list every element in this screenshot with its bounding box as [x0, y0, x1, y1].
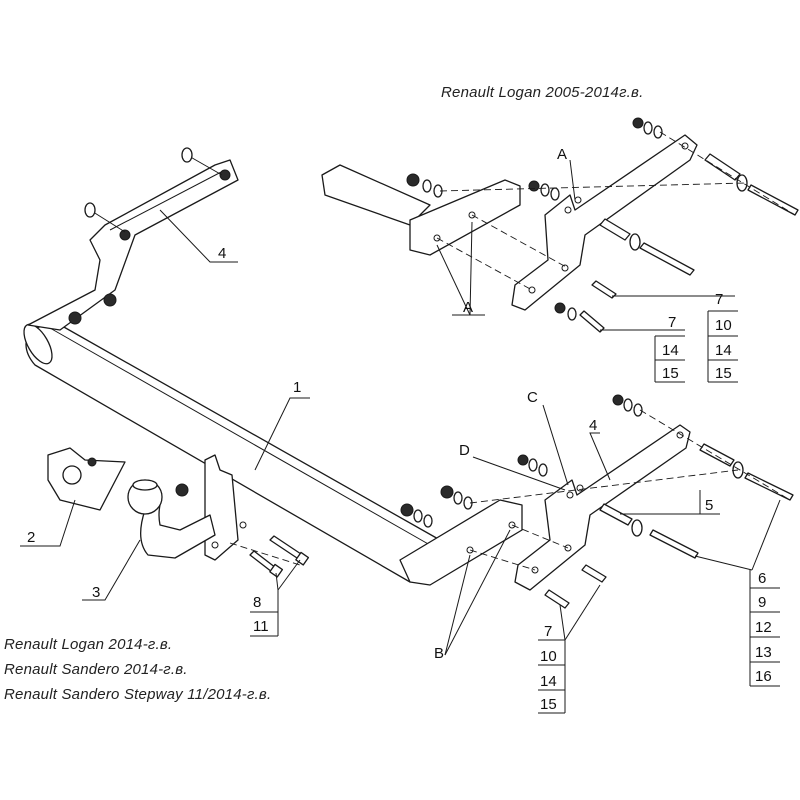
caption-bottom-2: Renault Sandero 2014-г.в. — [4, 661, 188, 678]
callout-1: 1 — [293, 379, 301, 396]
caption-bottom-1: Renault Logan 2014-г.в. — [4, 636, 173, 653]
svg-text:11: 11 — [253, 618, 269, 635]
right-end-plate — [399, 499, 523, 586]
table-top-right: 7 10 14 15 — [707, 291, 738, 383]
svg-text:14: 14 — [715, 342, 732, 359]
svg-text:15: 15 — [715, 365, 732, 382]
tow-ball — [127, 479, 216, 559]
svg-text:14: 14 — [662, 342, 679, 359]
top-bracket — [511, 134, 698, 311]
socket-plate — [47, 447, 126, 511]
callout-C: C — [527, 389, 538, 406]
svg-text:9: 9 — [758, 594, 766, 611]
svg-text:7: 7 — [544, 623, 552, 640]
top-fasteners — [406, 117, 799, 333]
left-mount-arm — [27, 147, 239, 331]
svg-text:13: 13 — [755, 644, 772, 661]
svg-text:14: 14 — [540, 673, 557, 690]
svg-text:15: 15 — [662, 365, 679, 382]
table-bottom-right: 6 9 12 13 16 — [749, 570, 780, 687]
bolts-8-11 — [249, 535, 310, 578]
top-side-member — [321, 164, 521, 256]
bottom-axis-lines — [229, 409, 791, 571]
svg-text:8: 8 — [253, 594, 261, 611]
callout-4-left: 4 — [218, 245, 226, 262]
callout-5: 5 — [705, 497, 713, 514]
leader-lines — [20, 159, 781, 656]
callout-A-mid: A — [463, 299, 473, 316]
svg-text:15: 15 — [540, 696, 557, 713]
table-bottom-left: 8 11 — [250, 590, 279, 637]
callout-3: 3 — [92, 584, 100, 601]
svg-text:10: 10 — [540, 648, 557, 665]
callout-2: 2 — [27, 529, 35, 546]
callout-B: B — [434, 645, 444, 662]
callout-labels: 1 2 3 4 4 5 A A B C D — [27, 146, 713, 662]
caption-top: Renault Logan 2005-2014г.в. — [441, 84, 644, 101]
svg-text:16: 16 — [755, 668, 772, 685]
callout-4-right: 4 — [589, 417, 597, 434]
svg-text:7: 7 — [715, 291, 723, 308]
table-bottom-mid: 7 10 14 15 — [538, 623, 566, 714]
caption-bottom-3: Renault Sandero Stepway 11/2014-г.в. — [4, 686, 272, 703]
svg-text:12: 12 — [755, 619, 772, 636]
callout-A-top: A — [557, 146, 567, 163]
callout-D: D — [459, 442, 470, 459]
svg-text:10: 10 — [715, 317, 732, 334]
svg-text:6: 6 — [758, 570, 766, 587]
top-axis-lines — [436, 131, 796, 291]
table-top-left: 7 14 15 — [654, 314, 685, 383]
svg-text:7: 7 — [668, 314, 676, 331]
